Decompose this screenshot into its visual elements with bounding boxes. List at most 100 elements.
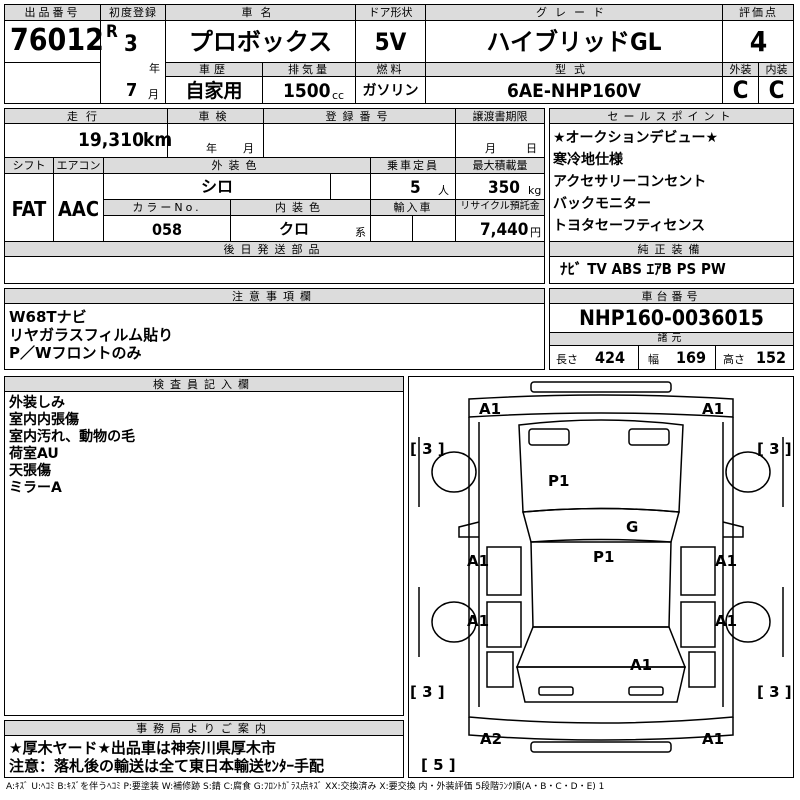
transfer-month: 月 bbox=[485, 142, 496, 155]
capacity-unit: 人 bbox=[438, 184, 449, 197]
reg-year-unit: 年 bbox=[149, 62, 160, 75]
width-label: 幅 bbox=[648, 353, 659, 366]
selling-points-block bbox=[549, 108, 794, 284]
recycle-unit: 円 bbox=[530, 226, 541, 239]
office-label: 事務局よりご案内 bbox=[136, 722, 272, 735]
notes-block bbox=[4, 288, 545, 370]
selling-point: トヨタセーフティセンス bbox=[553, 218, 706, 234]
mark-a1-rear-right: A1 bbox=[702, 730, 725, 748]
car-name-label: 車名 bbox=[241, 6, 280, 19]
max-load: 350 bbox=[488, 178, 520, 198]
tire-rear-left: [ 3 ] bbox=[410, 683, 445, 701]
color-number: 058 bbox=[151, 220, 183, 239]
capacity-label: 乗車定員 bbox=[387, 159, 439, 172]
interior-color: クロ bbox=[278, 220, 309, 238]
score: 4 bbox=[749, 25, 768, 58]
car-history: 自家用 bbox=[185, 80, 243, 102]
mileage-unit: km bbox=[143, 129, 173, 151]
ext-grade: C bbox=[732, 76, 749, 104]
tire-front-left: [ 3 ] bbox=[410, 440, 445, 458]
selling-points-label: セールスポイント bbox=[607, 110, 736, 123]
shift-label: シフト bbox=[12, 159, 46, 172]
ext-label: 外装 bbox=[729, 63, 752, 76]
office-line: ★厚木ヤード★出品車は神奈川県厚木市 bbox=[9, 739, 276, 757]
tire-front-right: [ 3 ] bbox=[757, 440, 792, 458]
recycle-label: リサイクル預託金 bbox=[460, 201, 540, 212]
spec-block bbox=[4, 108, 545, 284]
selling-point: バックモニター bbox=[553, 196, 651, 212]
damage-diagram bbox=[408, 376, 794, 778]
tire-rear-right: [ 3 ] bbox=[757, 683, 792, 701]
mark-a1-right-front-door: A1 bbox=[715, 552, 738, 570]
lot-number: 76012 bbox=[10, 23, 104, 58]
later-parts-label: 後日発送部品 bbox=[223, 243, 326, 256]
selling-point: 寒冷地仕様 bbox=[553, 152, 623, 168]
transfer-label: 譲渡書期限 bbox=[472, 110, 528, 123]
mark-a1-right-rear-door: A1 bbox=[715, 612, 738, 630]
model-code: 6AE-NHP160V bbox=[507, 80, 641, 102]
displacement-label: 排気量 bbox=[288, 63, 330, 76]
length: 424 bbox=[595, 348, 626, 367]
office-list: ★厚木ヤード★出品車は神奈川県厚木市 注意：落札後の輸送は全て東日本輸送ｾﾝﾀｰ… bbox=[9, 739, 324, 775]
import-label: 輸入車 bbox=[393, 201, 433, 214]
color-no-label: カラーNo. bbox=[132, 201, 202, 214]
equipment-label: 純正装備 bbox=[637, 243, 706, 256]
door-label: ドア形状 bbox=[368, 6, 413, 19]
office-line: 注意：落札後の輸送は全て東日本輸送ｾﾝﾀｰ手配 bbox=[9, 757, 325, 775]
grade: ハイブリッドGL bbox=[486, 28, 662, 56]
mark-a1-left-rear-door: A1 bbox=[467, 612, 490, 630]
inspector-line: 天張傷 bbox=[9, 463, 51, 479]
legend: A:ｷｽﾞ U:ﾍｺﾐ B:ｷｽﾞを伴うﾍｺﾐ P:要塗装 W:補修跡 S:錆 … bbox=[6, 782, 605, 792]
reg-year: 3 bbox=[124, 32, 138, 57]
lot-label: 出品番号 bbox=[24, 6, 81, 19]
color-label: 外装色 bbox=[211, 159, 263, 172]
capacity: 5 bbox=[410, 178, 421, 198]
inspector-line: 室内内張傷 bbox=[9, 412, 79, 428]
insp-year-unit: 年 bbox=[206, 142, 217, 155]
length-label: 長さ bbox=[556, 353, 578, 366]
equipment: ﾅﾋﾞ TV ABS ｴｱB PS PW bbox=[560, 260, 726, 278]
inspector-line: 外装しみ bbox=[9, 395, 65, 411]
era: R bbox=[106, 22, 118, 42]
int-grade: C bbox=[768, 76, 785, 104]
mark-a2-rear-left: A2 bbox=[480, 730, 503, 748]
door-type: 5V bbox=[374, 28, 407, 56]
selling-point: ★オークションデビュー★ bbox=[553, 130, 719, 146]
fuel-label: 燃料 bbox=[376, 63, 405, 76]
recycle-fee: 7,440 bbox=[480, 220, 529, 240]
car-outline bbox=[418, 381, 784, 753]
mark-p1-roof: P1 bbox=[593, 548, 615, 566]
notes-label: 注意事項欄 bbox=[232, 290, 317, 303]
aircon: AAC bbox=[57, 197, 100, 221]
office-block bbox=[4, 720, 404, 778]
mileage: 19,310 bbox=[78, 129, 144, 151]
inspection-label: 車検 bbox=[198, 110, 233, 123]
inspector-line: ミラーA bbox=[9, 480, 62, 496]
reg-month-unit: 月 bbox=[148, 88, 159, 101]
selling-point: アクセサリーコンセント bbox=[553, 174, 707, 190]
width: 169 bbox=[676, 348, 707, 367]
load-unit: kg bbox=[528, 184, 542, 197]
dims-label: 諸元 bbox=[657, 333, 686, 344]
mark-a1-front-right: A1 bbox=[702, 400, 725, 418]
height-label: 高さ bbox=[723, 353, 745, 366]
load-label: 最大積載量 bbox=[472, 159, 528, 172]
body-color: シロ bbox=[200, 177, 233, 196]
note-line: リヤガラスフィルム貼り bbox=[9, 326, 174, 344]
history-label: 車歴 bbox=[199, 63, 229, 76]
reg-number-label: 登録番号 bbox=[325, 110, 394, 123]
int-label: 内装 bbox=[765, 63, 788, 76]
car-name: プロボックス bbox=[188, 28, 333, 56]
score-label: 評価点 bbox=[739, 6, 778, 19]
mark-a1-left-front-door: A1 bbox=[467, 552, 490, 570]
ac-label: エアコン bbox=[56, 159, 101, 172]
inspector-label: 検査員記入欄 bbox=[153, 378, 255, 391]
displacement-unit: cc bbox=[332, 89, 345, 102]
chassis-block bbox=[549, 288, 794, 370]
inspector-line: 荷室AU bbox=[9, 446, 59, 462]
notes-list: W68Tナビ リヤガラスフィルム貼り P／Wフロントのみ bbox=[9, 308, 173, 362]
inspector-line: 室内汚れ、動物の毛 bbox=[9, 429, 136, 445]
first-reg-label: 初度登録 bbox=[109, 6, 157, 19]
int-color-unit: 系 bbox=[355, 226, 366, 239]
reg-month: 7 bbox=[126, 80, 138, 101]
